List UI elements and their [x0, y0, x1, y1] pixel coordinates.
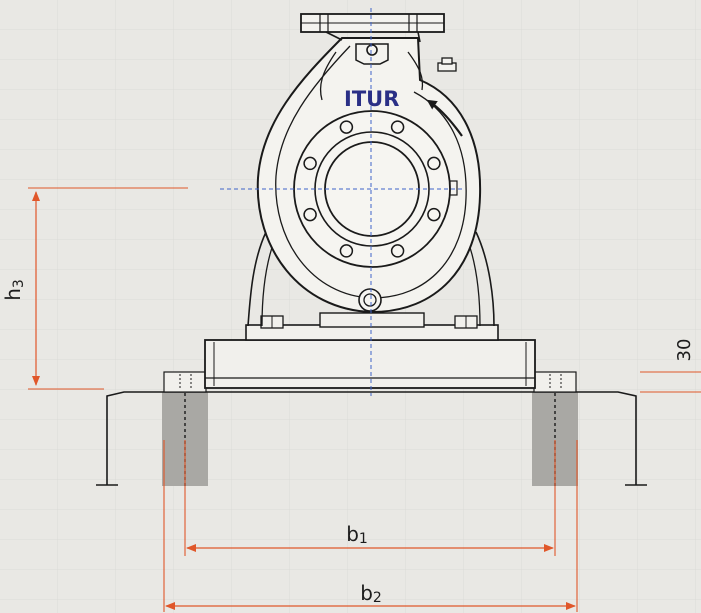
foundation-outline: [106, 391, 637, 485]
flange-bolt-hole: [303, 207, 317, 222]
plug-icon: [437, 57, 457, 72]
side-stud: [449, 180, 458, 196]
support-leg-right: [475, 231, 495, 327]
lifting-lug-hole: [366, 44, 378, 56]
drain-plug: [358, 288, 382, 312]
b2-label: b2: [360, 581, 382, 606]
rotation-arrow-icon: [426, 99, 463, 137]
flange-bolt-hole: [339, 244, 354, 258]
b1-label: b1: [346, 522, 368, 547]
casing-rib-right: [407, 51, 424, 91]
casing-rib-left: [319, 51, 337, 101]
grout-pad-right: [533, 371, 577, 393]
bolt-icon: [454, 315, 478, 329]
flange-bolt-hole: [390, 120, 405, 134]
brand-label: ITUR: [344, 87, 399, 111]
flange-bolt-hole: [339, 120, 354, 134]
drain-plug-inner: [363, 293, 377, 307]
thirty-label: 30: [674, 339, 695, 362]
flange-bolt-holes: [303, 120, 441, 258]
flange-bolt-hole: [303, 156, 317, 171]
lifting-lug: [355, 43, 389, 65]
flange-bolt-hole: [427, 156, 441, 171]
baseplate: [204, 339, 536, 389]
flange-bolt-hole: [390, 244, 405, 258]
discharge-neck: [325, 31, 421, 43]
h3-label: h3: [1, 279, 27, 301]
flange-bolt-hole: [427, 207, 441, 222]
grout-pad-left: [163, 371, 207, 393]
bolt-icon: [260, 315, 284, 329]
support-leg-left: [247, 231, 267, 327]
pump-foot: [319, 312, 425, 328]
